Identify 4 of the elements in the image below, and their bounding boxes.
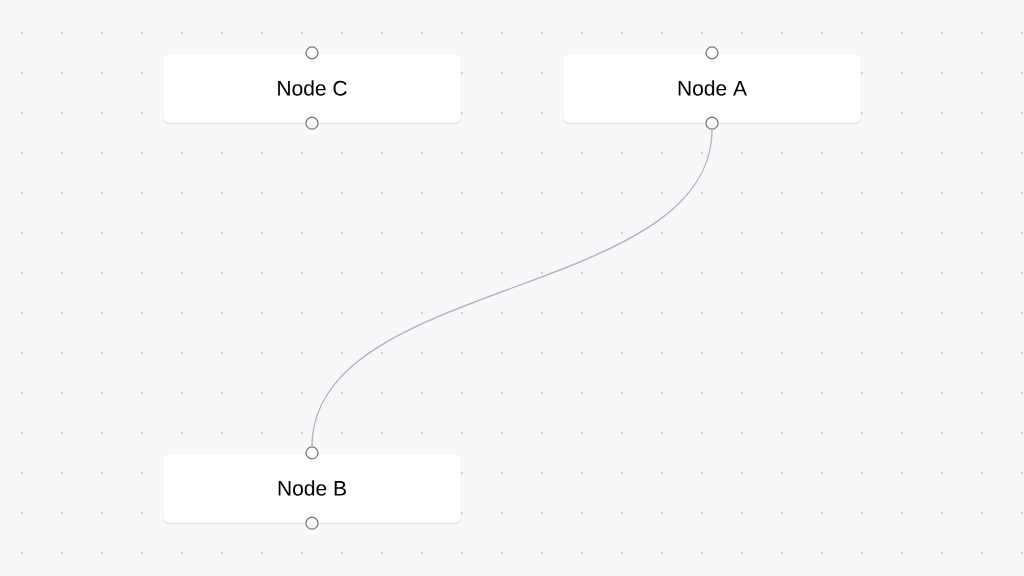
node-box: Node C [162,52,462,125]
connector-curve [311,128,713,448]
node-box: Node B [162,452,462,525]
node-box: Node A [562,52,862,125]
